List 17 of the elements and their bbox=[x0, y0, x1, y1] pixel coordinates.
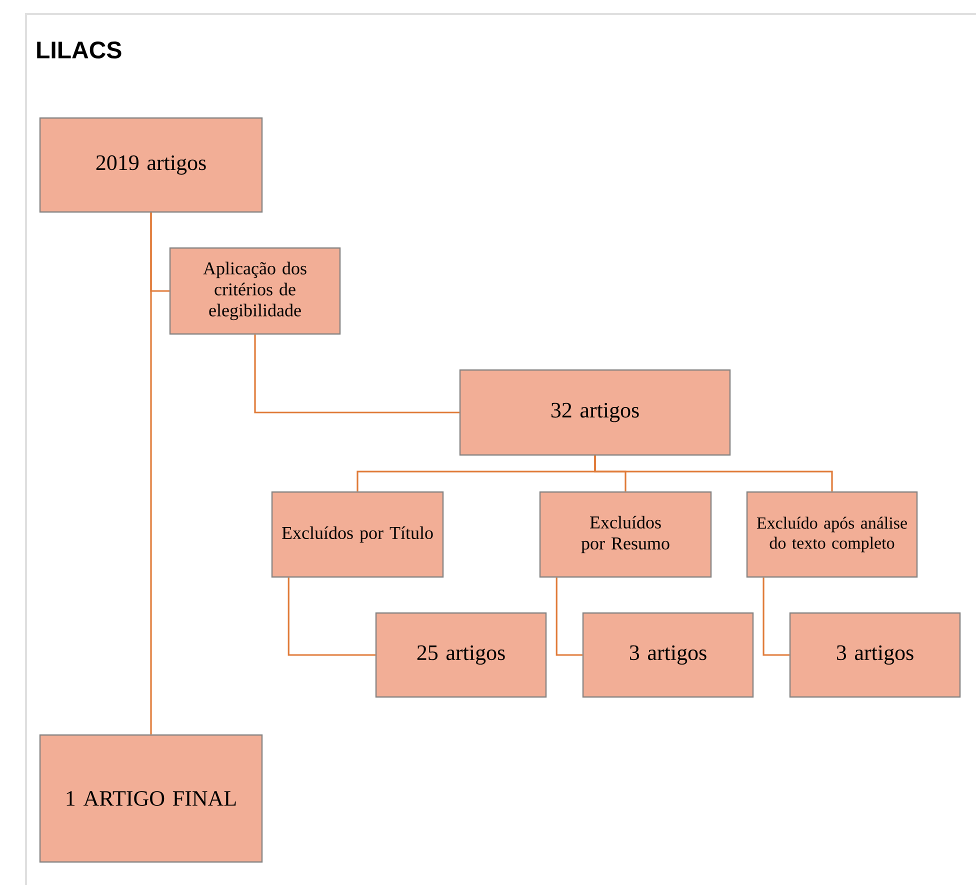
connector-line bbox=[594, 456, 833, 492]
process-box: Excluídos por Resumo bbox=[539, 491, 712, 578]
process-box: Aplicação dos critérios de elegibilidade bbox=[169, 247, 341, 335]
process-box: 1 ARTIGO FINAL bbox=[39, 734, 263, 863]
connector-line bbox=[254, 334, 460, 414]
title: LILACS bbox=[37, 42, 122, 58]
process-box: 3 artigos bbox=[789, 612, 961, 698]
connector-line bbox=[556, 578, 582, 656]
process-box: Excluído após análise do texto completo bbox=[746, 491, 918, 578]
process-box: 2019 artigos bbox=[39, 117, 263, 213]
process-box: 25 artigos bbox=[375, 612, 547, 698]
connector-line bbox=[150, 212, 170, 292]
connector-line bbox=[288, 578, 376, 656]
process-box: Excluídos por Título bbox=[271, 491, 444, 578]
process-box: 3 artigos bbox=[582, 612, 754, 698]
connector-line bbox=[762, 578, 790, 656]
process-box: 32 artigos bbox=[459, 369, 731, 456]
